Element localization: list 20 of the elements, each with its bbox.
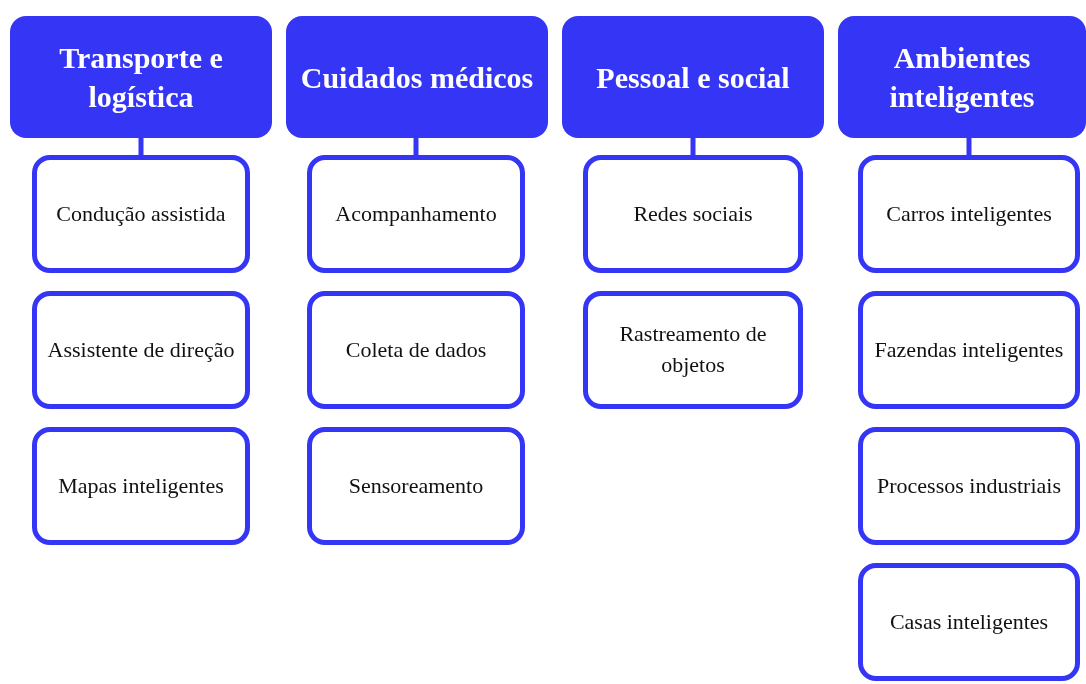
item-box: Rastreamento de objetos	[583, 291, 803, 409]
item-box: Assistente de direção	[32, 291, 250, 409]
item-box: Processos industriais	[858, 427, 1080, 545]
connector-line	[413, 138, 419, 155]
item-box: Condução assistida	[32, 155, 250, 273]
item-box: Mapas inteligentes	[32, 427, 250, 545]
category-header: Transporte e logística	[10, 16, 272, 138]
connector-line	[138, 138, 144, 155]
item-box: Redes sociais	[583, 155, 803, 273]
connector-line	[966, 138, 972, 155]
item-box: Fazendas inteligentes	[858, 291, 1080, 409]
item-box: Sensoreamento	[307, 427, 525, 545]
category-header: Ambientes inteligentes	[838, 16, 1086, 138]
item-box: Carros inteligentes	[858, 155, 1080, 273]
category-header: Pessoal e social	[562, 16, 824, 138]
category-header: Cuidados médicos	[286, 16, 548, 138]
item-box: Coleta de dados	[307, 291, 525, 409]
item-box: Acompanhamento	[307, 155, 525, 273]
connector-line	[690, 138, 696, 155]
item-box: Casas inteligentes	[858, 563, 1080, 681]
